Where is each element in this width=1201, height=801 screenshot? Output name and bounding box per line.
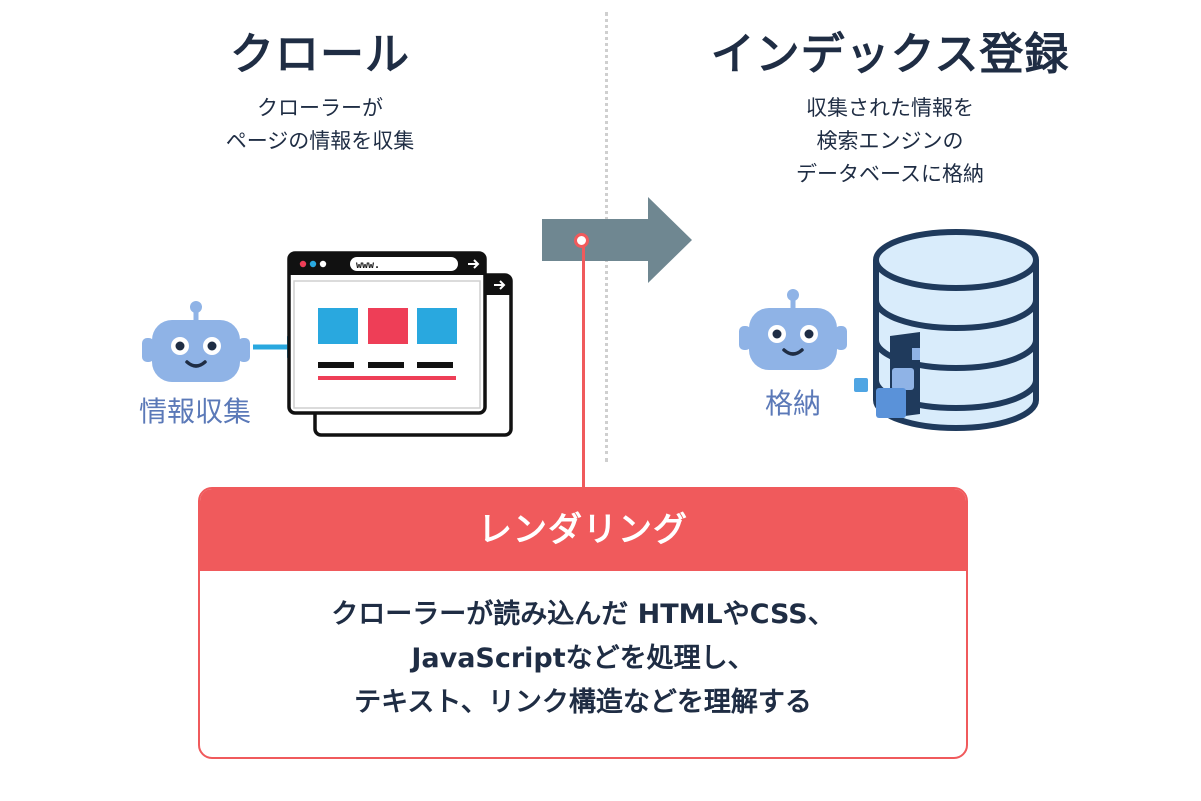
index-description: 収集された情報を 検索エンジンの データベースに格納 [700, 92, 1080, 191]
index-desc-line: データベースに格納 [796, 162, 984, 186]
index-desc-line: 収集された情報を [806, 96, 974, 120]
browser-window-icon: www. [287, 251, 513, 437]
robot-icon [142, 301, 250, 382]
connector-line [582, 244, 585, 489]
browser-url-text: www. [356, 260, 380, 271]
arrow-right-icon [542, 197, 692, 283]
database-icon [854, 229, 1039, 431]
rendering-desc-line: JavaScriptなどを処理し、 [411, 643, 755, 674]
index-desc-line: 検索エンジンの [816, 129, 964, 153]
crawl-robot-label: 情報収集 [138, 395, 251, 428]
crawl-desc-line: ページの情報を収集 [225, 129, 415, 153]
rendering-panel: レンダリング クローラーが読み込んだ HTMLやCSS、 JavaScriptな… [198, 487, 968, 759]
rendering-description: クローラーが読み込んだ HTMLやCSS、 JavaScriptなどを処理し、 … [200, 571, 966, 725]
crawl-desc-line: クローラーが [257, 96, 383, 120]
connector-dot [574, 233, 589, 248]
crawl-description: クローラーが ページの情報を収集 [130, 92, 510, 158]
crawl-title: クロール [230, 29, 410, 80]
robot-icon [739, 289, 847, 370]
index-title: インデックス登録 [710, 29, 1070, 80]
rendering-title: レンダリング [200, 489, 966, 571]
index-robot-label: 格納 [764, 387, 821, 420]
rendering-desc-line: テキスト、リンク構造などを理解する [354, 687, 812, 718]
rendering-desc-line: クローラーが読み込んだ HTMLやCSS、 [331, 599, 835, 630]
